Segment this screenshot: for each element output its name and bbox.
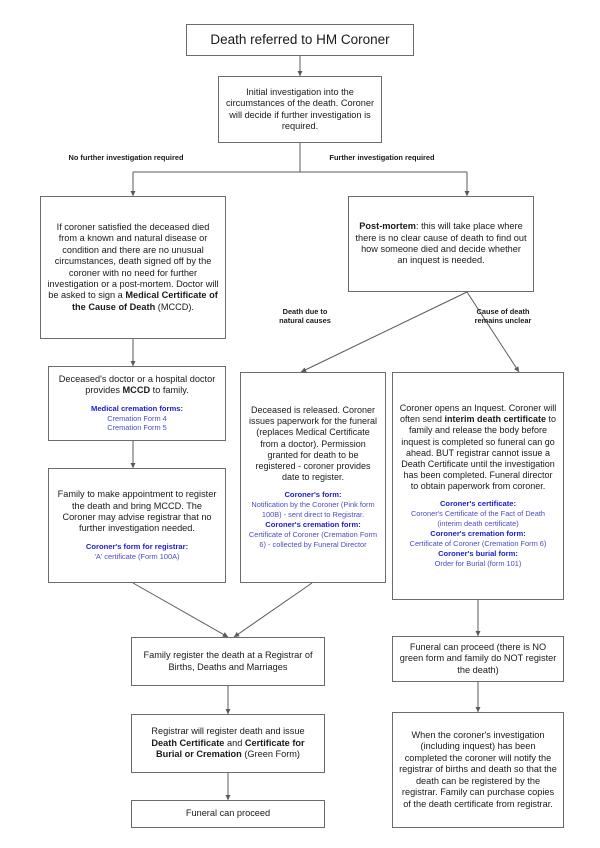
node-registrar-issues-mid: and xyxy=(224,737,245,748)
forms-item: Order for Burial (form 101) xyxy=(434,559,522,569)
node-mccd-to-family-bold: MCCD xyxy=(122,385,151,396)
node-coroner-satisfied-bold: Medical Certificate of the Cause of Deat… xyxy=(71,290,218,312)
node-coroner-satisfied-part2: (MCCD). xyxy=(155,301,194,312)
forms-heading: Coroner's certificate: xyxy=(439,499,517,509)
forms-item: 'A' certificate (Form 100A) xyxy=(94,551,180,561)
node-death-referred[interactable]: Death referred to HM Coroner xyxy=(186,24,414,56)
node-mccd-to-family-forms: Medical cremation forms: Cremation Form … xyxy=(91,404,183,434)
node-coroner-satisfied-part1: If coroner satisfied the deceased died f… xyxy=(47,221,219,301)
node-mccd-to-family-text: Deceased's doctor or a hospital doctor p… xyxy=(55,374,219,397)
node-mccd-to-family-post: to family. xyxy=(150,385,189,396)
node-inquest-opened-text: Coroner opens an Inquest. Coroner will o… xyxy=(399,403,557,492)
forms-item: Coroner's Certificate of the Fact of Dea… xyxy=(410,509,546,519)
node-coroner-satisfied[interactable]: If coroner satisfied the deceased died f… xyxy=(40,196,226,339)
node-registrar-issues-post: (Green Form) xyxy=(241,749,300,760)
node-deceased-released-forms: Coroner's form: Notification by the Coro… xyxy=(247,490,379,550)
edge-label-natural-causes-line2: natural causes xyxy=(279,316,331,326)
node-registrar-issues-bold2: Certificate for Burial or Cremation xyxy=(156,737,305,760)
forms-heading: Coroner's form for registrar: xyxy=(85,541,189,551)
forms-heading: Coroner's burial form: xyxy=(438,549,518,559)
edge-label-cause-unclear-line1: Cause of death xyxy=(476,307,530,316)
forms-item: Certificate of Coroner (Cremation Form 6… xyxy=(409,539,547,549)
node-death-referred-text: Death referred to HM Coroner xyxy=(210,32,390,48)
node-inquest-opened-post: to family and release the body before in… xyxy=(401,414,557,492)
node-initial-investigation-text: Initial investigation into the circumsta… xyxy=(225,86,375,131)
node-funeral-can-proceed[interactable]: Funeral can proceed xyxy=(131,800,325,828)
node-inquest-opened[interactable]: Coroner opens an Inquest. Coroner will o… xyxy=(392,372,564,600)
node-registrar-issues[interactable]: Registrar will register death and issue … xyxy=(131,714,325,773)
node-deceased-released-text: Deceased is released. Coroner issues pap… xyxy=(248,405,378,483)
forms-item: Cremation Form 5 xyxy=(107,423,167,433)
edge-label-natural-causes: Death due to natural causes xyxy=(260,307,350,326)
forms-heading: Medical cremation forms: xyxy=(91,403,183,413)
node-post-mortem[interactable]: Post-mortem: this will take place where … xyxy=(348,196,534,292)
node-registrar-issues-bold1: Death Certificate xyxy=(151,737,225,748)
edge-label-natural-causes-line1: Death due to xyxy=(282,307,328,316)
node-inquest-opened-forms: Coroner's certificate: Coroner's Certifi… xyxy=(410,499,547,569)
edge-label-cause-unclear: Cause of death remains unclear xyxy=(457,307,549,326)
node-post-mortem-bold: Post-mortem xyxy=(359,221,416,232)
node-family-appointment[interactable]: Family to make appointment to register t… xyxy=(48,468,226,583)
node-family-register-text: Family register the death at a Registrar… xyxy=(143,650,313,672)
node-family-register[interactable]: Family register the death at a Registrar… xyxy=(131,637,325,686)
node-post-mortem-rest: : this will take place where there is no… xyxy=(355,221,527,266)
node-coroner-notifies-registrar[interactable]: When the coroner's investigation (includ… xyxy=(392,712,564,828)
node-mccd-to-family-pre: Deceased's doctor or a hospital doctor p… xyxy=(58,373,216,396)
node-inquest-opened-pre: Coroner opens an Inquest. Coroner will o… xyxy=(399,403,557,425)
node-funeral-can-proceed-text: Funeral can proceed xyxy=(185,808,271,819)
node-coroner-satisfied-text: If coroner satisfied the deceased died f… xyxy=(47,222,219,313)
forms-heading: Coroner's cremation form: xyxy=(430,529,526,539)
node-funeral-proceed-no-green-form-text: Funeral can proceed (there is NO green f… xyxy=(399,641,557,675)
node-post-mortem-text: Post-mortem: this will take place where … xyxy=(355,221,527,267)
forms-heading: Coroner's cremation form: xyxy=(265,520,361,530)
node-initial-investigation[interactable]: Initial investigation into the circumsta… xyxy=(218,76,382,143)
edge-label-further-investigation: Further investigation required xyxy=(329,153,435,162)
node-registrar-issues-text: Registrar will register death and issue … xyxy=(138,726,318,760)
forms-item: Notification by the Coroner (Pink form 1… xyxy=(251,500,375,520)
node-inquest-opened-bold: interim death certificate xyxy=(444,414,547,425)
forms-item: (interim death certificate) xyxy=(437,519,519,529)
node-coroner-notifies-registrar-text: When the coroner's investigation (includ… xyxy=(399,730,557,809)
node-mccd-to-family[interactable]: Deceased's doctor or a hospital doctor p… xyxy=(48,366,226,441)
forms-heading: Coroner's form: xyxy=(284,490,342,500)
forms-item: Cremation Form 4 xyxy=(107,413,167,423)
edge-label-cause-unclear-line2: remains unclear xyxy=(474,316,532,326)
node-registrar-issues-pre: Registrar will register death and issue xyxy=(151,726,305,737)
node-funeral-proceed-no-green-form[interactable]: Funeral can proceed (there is NO green f… xyxy=(392,636,564,682)
node-family-appointment-forms: Coroner's form for registrar: 'A' certif… xyxy=(86,542,188,562)
node-deceased-released[interactable]: Deceased is released. Coroner issues pap… xyxy=(240,372,386,583)
node-family-appointment-text: Family to make appointment to register t… xyxy=(57,489,217,534)
edge-label-no-further-investigation: No further investigation required xyxy=(68,153,184,162)
forms-item: Certificate of Coroner (Cremation Form 6… xyxy=(248,530,378,549)
